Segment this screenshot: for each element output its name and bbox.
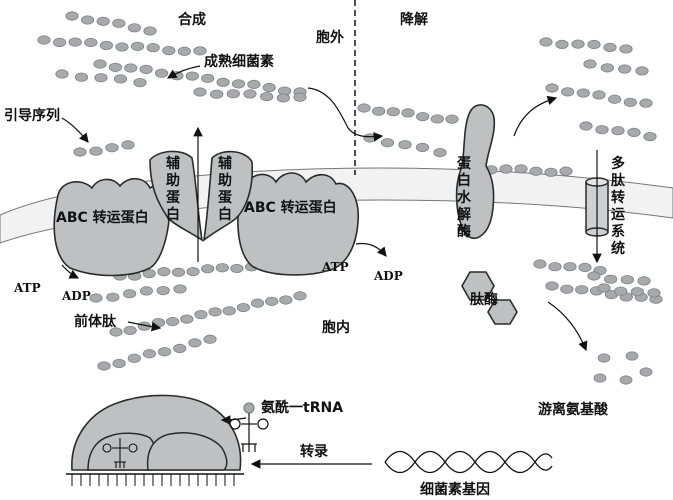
label-adp-left: ADP bbox=[61, 289, 91, 303]
label-extracellular: 胞外 bbox=[315, 29, 344, 46]
label-peptide-transport-system: 多肽转运系统 bbox=[611, 155, 626, 257]
label-atp-right: ATP bbox=[321, 260, 349, 274]
label-peptidase: 肽酶 bbox=[470, 291, 498, 308]
label-bacteriocin-gene: 细菌素基因 bbox=[420, 481, 490, 498]
abc-transporter-right bbox=[237, 172, 360, 276]
trna-icon bbox=[229, 402, 269, 452]
atp-right-arrow bbox=[355, 242, 387, 257]
label-adp-right: ADP bbox=[373, 269, 403, 283]
label-aminoacyl-trna: 氨酰一tRNA bbox=[261, 399, 343, 416]
helper-protein-right bbox=[202, 150, 254, 242]
label-protease: 蛋白水解酶 bbox=[457, 156, 472, 240]
mrna-strand bbox=[66, 473, 244, 486]
label-helper-protein-right: 辅助蛋白 bbox=[218, 155, 232, 223]
trna-in-ribosome-icon bbox=[102, 438, 138, 468]
label-abc-transporter-left: ABC 转运蛋白 bbox=[56, 209, 149, 226]
bacteriocin-gene-dna bbox=[384, 450, 553, 474]
free-aa-arrow bbox=[547, 301, 588, 352]
label-free-amino-acids: 游离氨基酸 bbox=[538, 401, 609, 418]
trna-arrow bbox=[220, 415, 247, 425]
label-transcription: 转录 bbox=[300, 443, 328, 460]
label-mature-bacteriocin: 成熟细菌素 bbox=[204, 53, 274, 70]
helper-protein-left bbox=[149, 150, 204, 242]
label-helper-protein-left: 辅助蛋白 bbox=[166, 155, 180, 223]
atp-left-arrow bbox=[61, 264, 80, 279]
peptidase-hexagon-1 bbox=[461, 271, 495, 301]
label-intracellular: 胞内 bbox=[321, 319, 350, 336]
label-degradation: 降解 bbox=[400, 11, 428, 28]
label-leader-sequence: 引导序列 bbox=[4, 107, 60, 124]
label-synthesis: 合成 bbox=[178, 11, 206, 28]
label-abc-transporter-right: ABC 转运蛋白 bbox=[244, 199, 337, 216]
label-atp-left: ATP bbox=[13, 281, 41, 295]
cross-to-degradation-arrow bbox=[307, 87, 384, 142]
mature-arrow bbox=[166, 65, 201, 79]
abc-transporter-left bbox=[53, 177, 172, 277]
protease bbox=[455, 104, 496, 240]
leader-arrow bbox=[61, 117, 89, 143]
protease-release-arrow bbox=[513, 95, 558, 137]
ribosome bbox=[71, 394, 242, 471]
precursor-arrow bbox=[127, 321, 162, 332]
peptidase-hexagon-2 bbox=[487, 299, 518, 325]
label-precursor-peptide: 前体肽 bbox=[74, 313, 117, 330]
